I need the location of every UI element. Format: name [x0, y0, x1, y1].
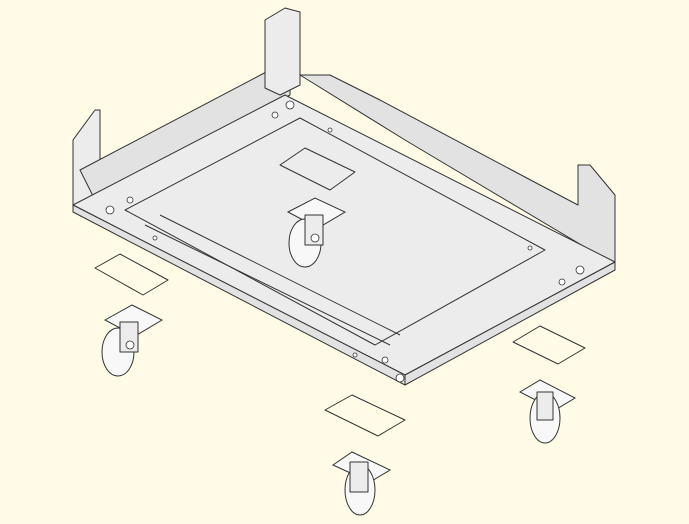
rear-upright — [264, 7, 301, 96]
mounting-holes — [105, 100, 585, 383]
caster-left-braked — [101, 304, 164, 377]
caster-right-swivel — [518, 379, 577, 444]
mount-plate-left — [94, 253, 169, 296]
cabinet-base — [72, 7, 616, 386]
mount-plates — [94, 147, 586, 437]
inner-panel — [124, 117, 546, 346]
mount-plate-front — [324, 394, 406, 437]
mount-plate-right — [512, 325, 586, 365]
side-wall — [299, 74, 616, 266]
caster-front-swivel — [331, 451, 392, 516]
caster-center-braked — [286, 197, 347, 268]
front-edge-right — [404, 261, 616, 386]
mount-plate-center — [279, 147, 356, 191]
